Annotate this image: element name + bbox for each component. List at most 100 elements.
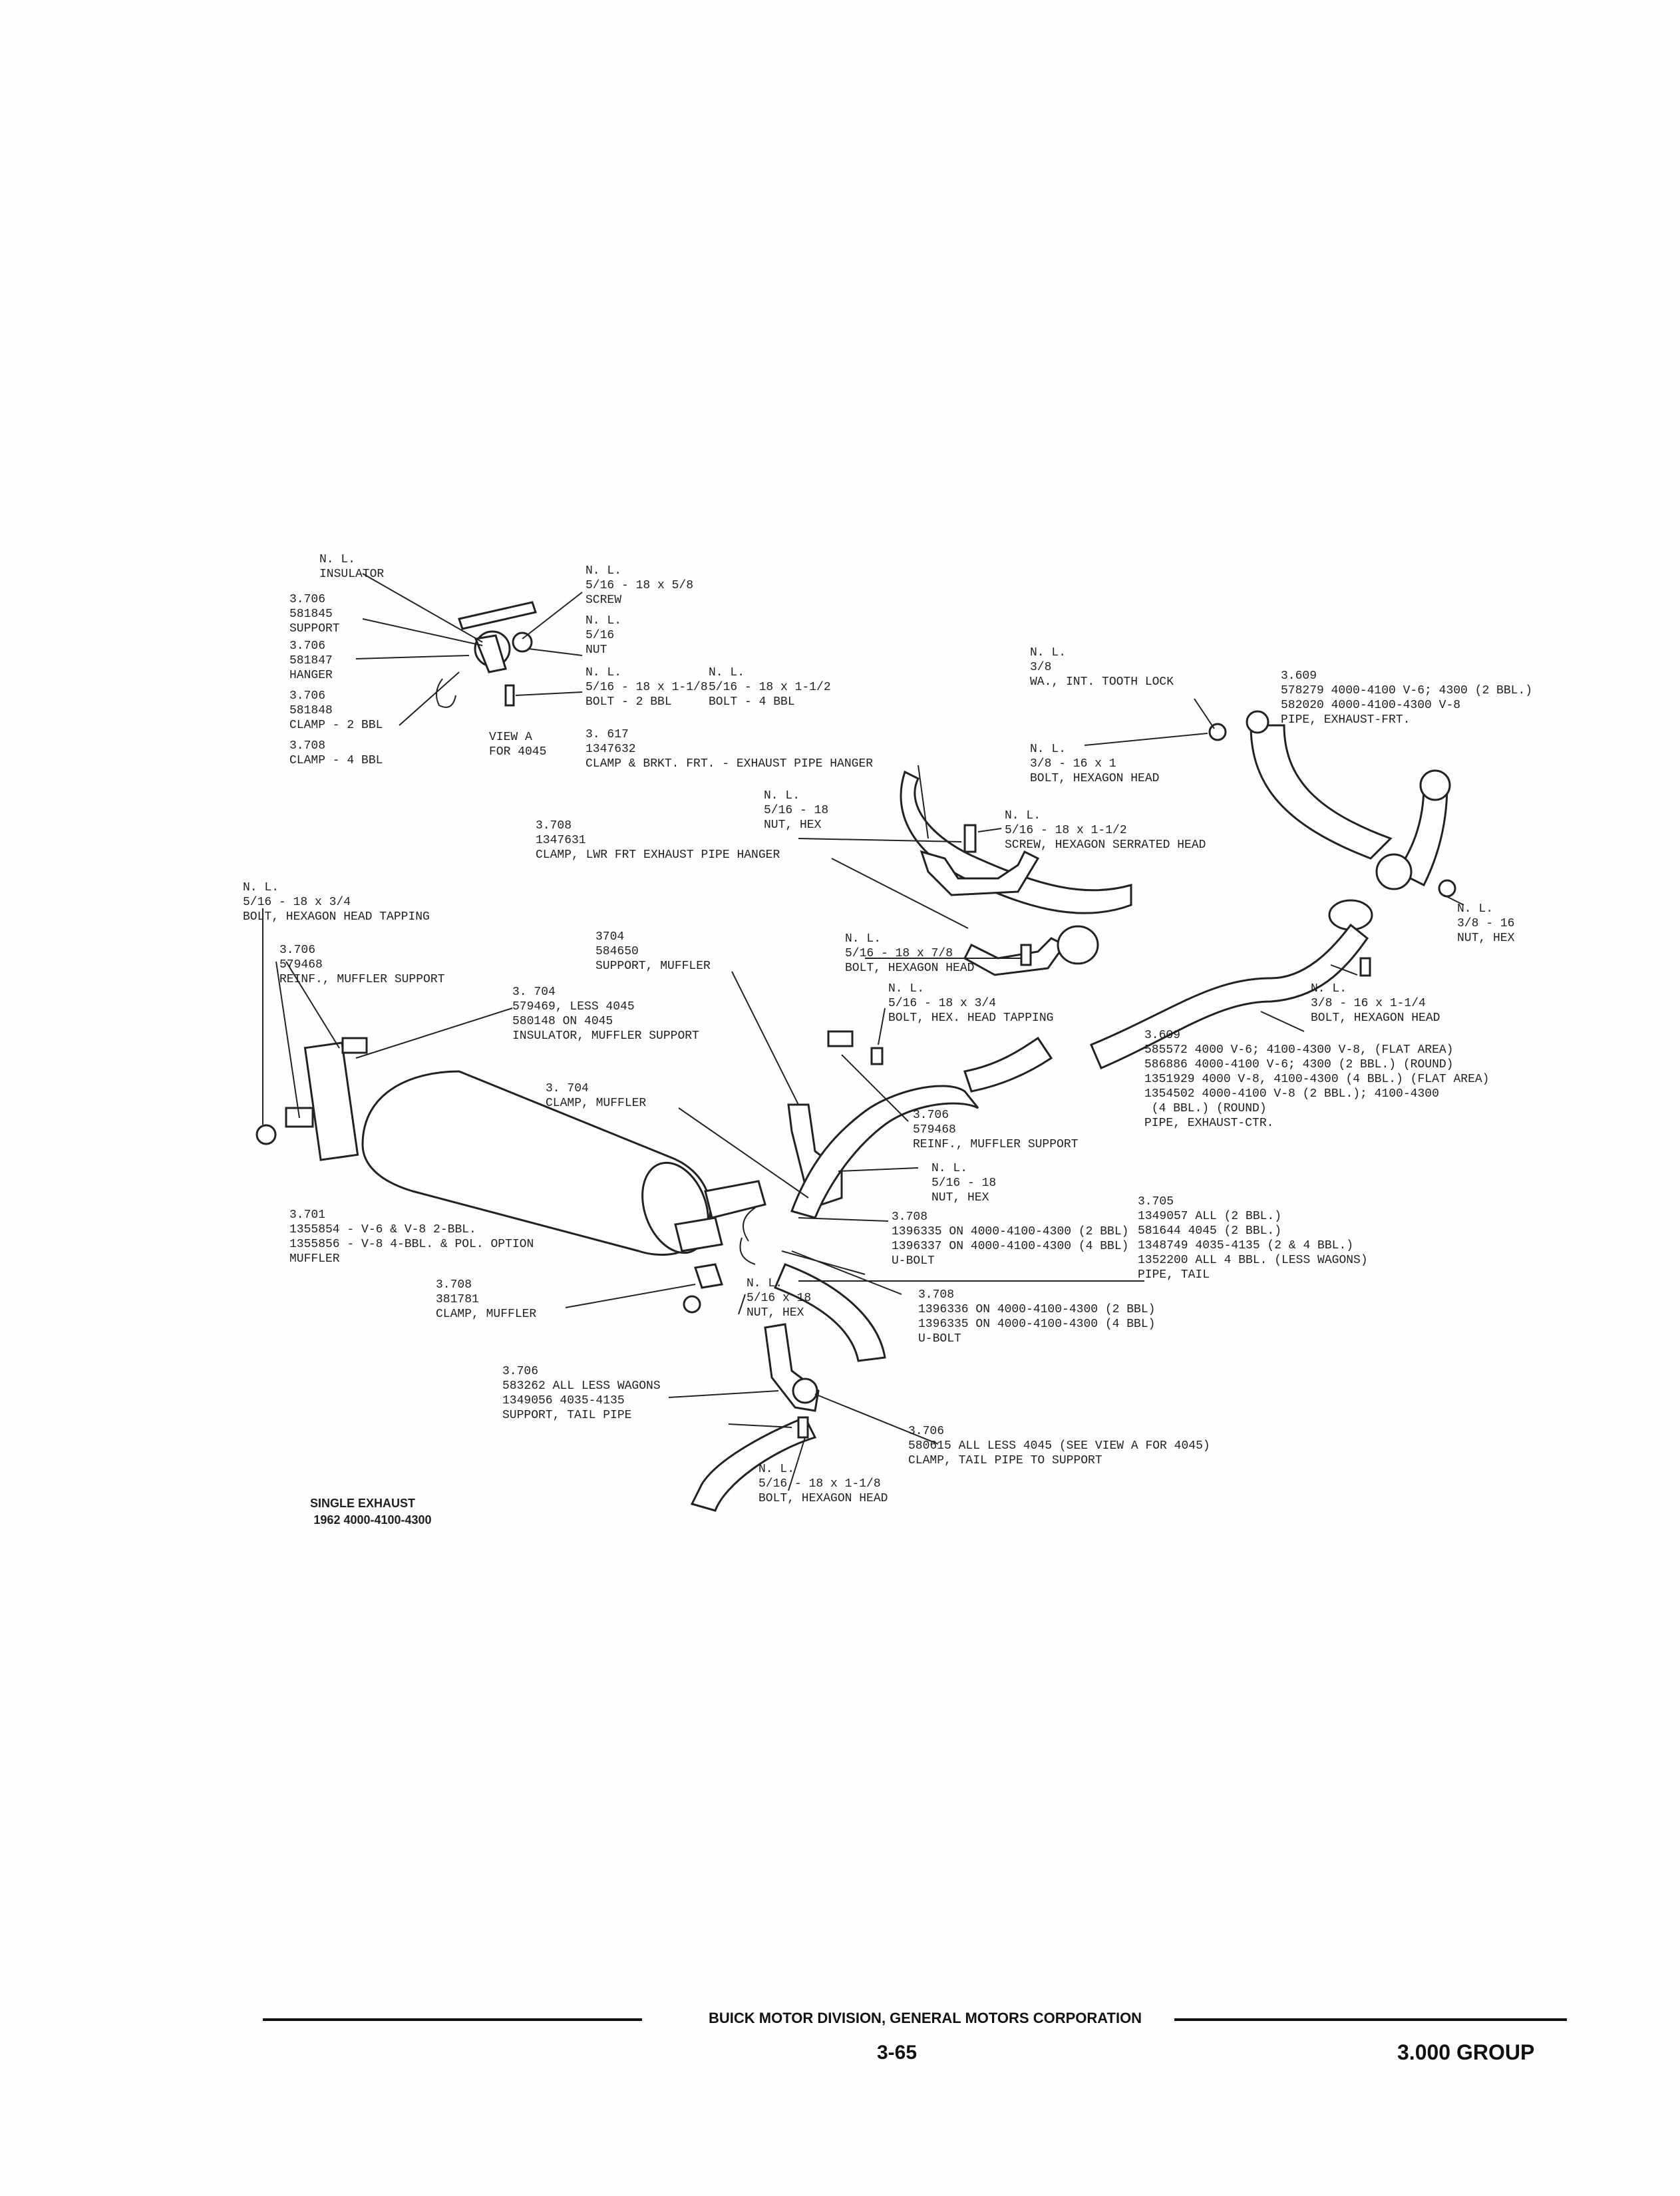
label-line: BOLT, HEXAGON HEAD TAPPING [243, 910, 430, 924]
label-line: 5/16 - 18 x 5/8 [586, 579, 693, 592]
label-line: N. L. [586, 614, 621, 628]
label-line: FOR 4045 [489, 745, 546, 759]
label-line: BOLT, HEXAGON HEAD [758, 1492, 888, 1505]
label-insulator-nl: N. L. INSULATOR [319, 553, 384, 581]
label-line: WA., INT. TOOTH LOCK [1030, 675, 1174, 689]
label-line: 579468 [279, 958, 323, 972]
label-line: SUPPORT, MUFFLER [595, 960, 711, 973]
label-line: HANGER [289, 669, 333, 682]
label-line: 3704 [595, 930, 624, 944]
label-line: 578279 4000-4100 V-6; 4300 (2 BBL.) [1281, 684, 1532, 697]
label-line: MUFFLER [289, 1252, 340, 1266]
label-line: INSULATOR, MUFFLER SUPPORT [512, 1029, 699, 1043]
center-exhaust-pipe [1090, 923, 1371, 1069]
tail-pipe-assembly [683, 1030, 1053, 1512]
label-line: 3/8 - 16 x 1 [1030, 757, 1116, 771]
label-line: 1396335 ON 4000-4100-4300 (4 BBL) [918, 1318, 1155, 1331]
label-line: 586886 4000-4100 V-6; 4300 (2 BBL.) (ROU… [1144, 1058, 1453, 1071]
label-line: 3.706 [913, 1109, 949, 1122]
label-line: PIPE, EXHAUST-CTR. [1144, 1117, 1273, 1130]
label-line: 5/16 - 18 x 7/8 [845, 947, 953, 960]
label-line: 5/16 x 18 [747, 1292, 811, 1305]
label-line: 579469, LESS 4045 [512, 1000, 635, 1013]
label-line: CLAMP, MUFFLER [546, 1097, 646, 1110]
label-line: N. L. [319, 553, 355, 566]
label-line: 3/8 - 16 x 1-1/4 [1311, 997, 1426, 1010]
label-line: 581848 [289, 704, 333, 717]
label-line: 3.706 [289, 640, 325, 653]
label-line: 5/16 - 18 [931, 1177, 996, 1190]
label-line: 3.708 [892, 1210, 927, 1224]
label-line: CLAMP, LWR FRT EXHAUST PIPE HANGER [536, 848, 780, 862]
label-line: 581644 4045 (2 BBL.) [1138, 1224, 1281, 1238]
label-line: 3/8 [1030, 661, 1051, 674]
label-line: 1349056 4035-4135 [502, 1394, 625, 1407]
label-line: INSULATOR [319, 568, 384, 581]
label-line: (4 BBL.) (ROUND) [1144, 1102, 1267, 1115]
label-line: 3.708 [436, 1278, 472, 1292]
label-line: 1355856 - V-8 4-BBL. & POL. OPTION [289, 1238, 534, 1251]
label-line: PIPE, EXHAUST-FRT. [1281, 713, 1410, 727]
leader-lines [262, 573, 1464, 1491]
label-line: N. L. [845, 932, 881, 946]
label-line: N. L. [747, 1277, 782, 1290]
label-line: SCREW, HEXAGON SERRATED HEAD [1005, 838, 1206, 852]
label-line: 3/8 - 16 [1457, 917, 1514, 930]
label-line: BOLT, HEXAGON HEAD [1030, 772, 1159, 785]
label-line: 1348749 4035-4135 (2 & 4 BBL.) [1138, 1239, 1353, 1252]
label-line: CLAMP - 4 BBL [289, 754, 383, 767]
label-line: 5/16 - 18 x 1-1/8 [758, 1477, 881, 1491]
label-line: BOLT, HEXAGON HEAD [845, 962, 974, 975]
label-line: 5/16 - 18 x 3/4 [243, 896, 351, 909]
label-line: 580615 ALL LESS 4045 (SEE VIEW A FOR 404… [908, 1439, 1210, 1453]
label-line: REINF., MUFFLER SUPPORT [913, 1138, 1079, 1151]
label-line: 381781 [436, 1293, 479, 1306]
caption-line-2: 1962 4000-4100-4300 [313, 1513, 431, 1527]
muffler [255, 1037, 766, 1256]
label-line: VIEW A [489, 731, 532, 744]
label-line: CLAMP, TAIL PIPE TO SUPPORT [908, 1454, 1102, 1467]
label-line: 1354502 4000-4100 V-8 (2 BBL.); 4100-430… [1144, 1087, 1439, 1101]
label-line: BOLT - 4 BBL [709, 695, 795, 709]
label-line: 1396335 ON 4000-4100-4300 (2 BBL) [892, 1225, 1128, 1238]
label-line: 579468 [913, 1123, 956, 1137]
label-line: N. L. [764, 789, 800, 803]
label-line: 3. 704 [512, 986, 556, 999]
view-a-hanger-assembly [436, 601, 537, 708]
label-line: 3.701 [289, 1208, 325, 1222]
footer-rule-right [1174, 2018, 1567, 2021]
label-line: 3.706 [279, 944, 315, 957]
label-line: 585572 4000 V-6; 4100-4300 V-8, (FLAT AR… [1144, 1043, 1453, 1057]
label-line: 3.705 [1138, 1195, 1174, 1208]
label-line: SUPPORT, TAIL PIPE [502, 1409, 631, 1422]
label-line: 5/16 [586, 629, 614, 642]
label-line: N. L. [758, 1463, 794, 1476]
label-line: 3.706 [908, 1425, 944, 1438]
label-line: NUT, HEX [747, 1306, 804, 1320]
label-line: BOLT, HEX. HEAD TAPPING [888, 1011, 1053, 1025]
label-line: 582020 4000-4100-4300 V-8 [1281, 699, 1460, 712]
caption-line-1: SINGLE EXHAUST [310, 1497, 415, 1510]
